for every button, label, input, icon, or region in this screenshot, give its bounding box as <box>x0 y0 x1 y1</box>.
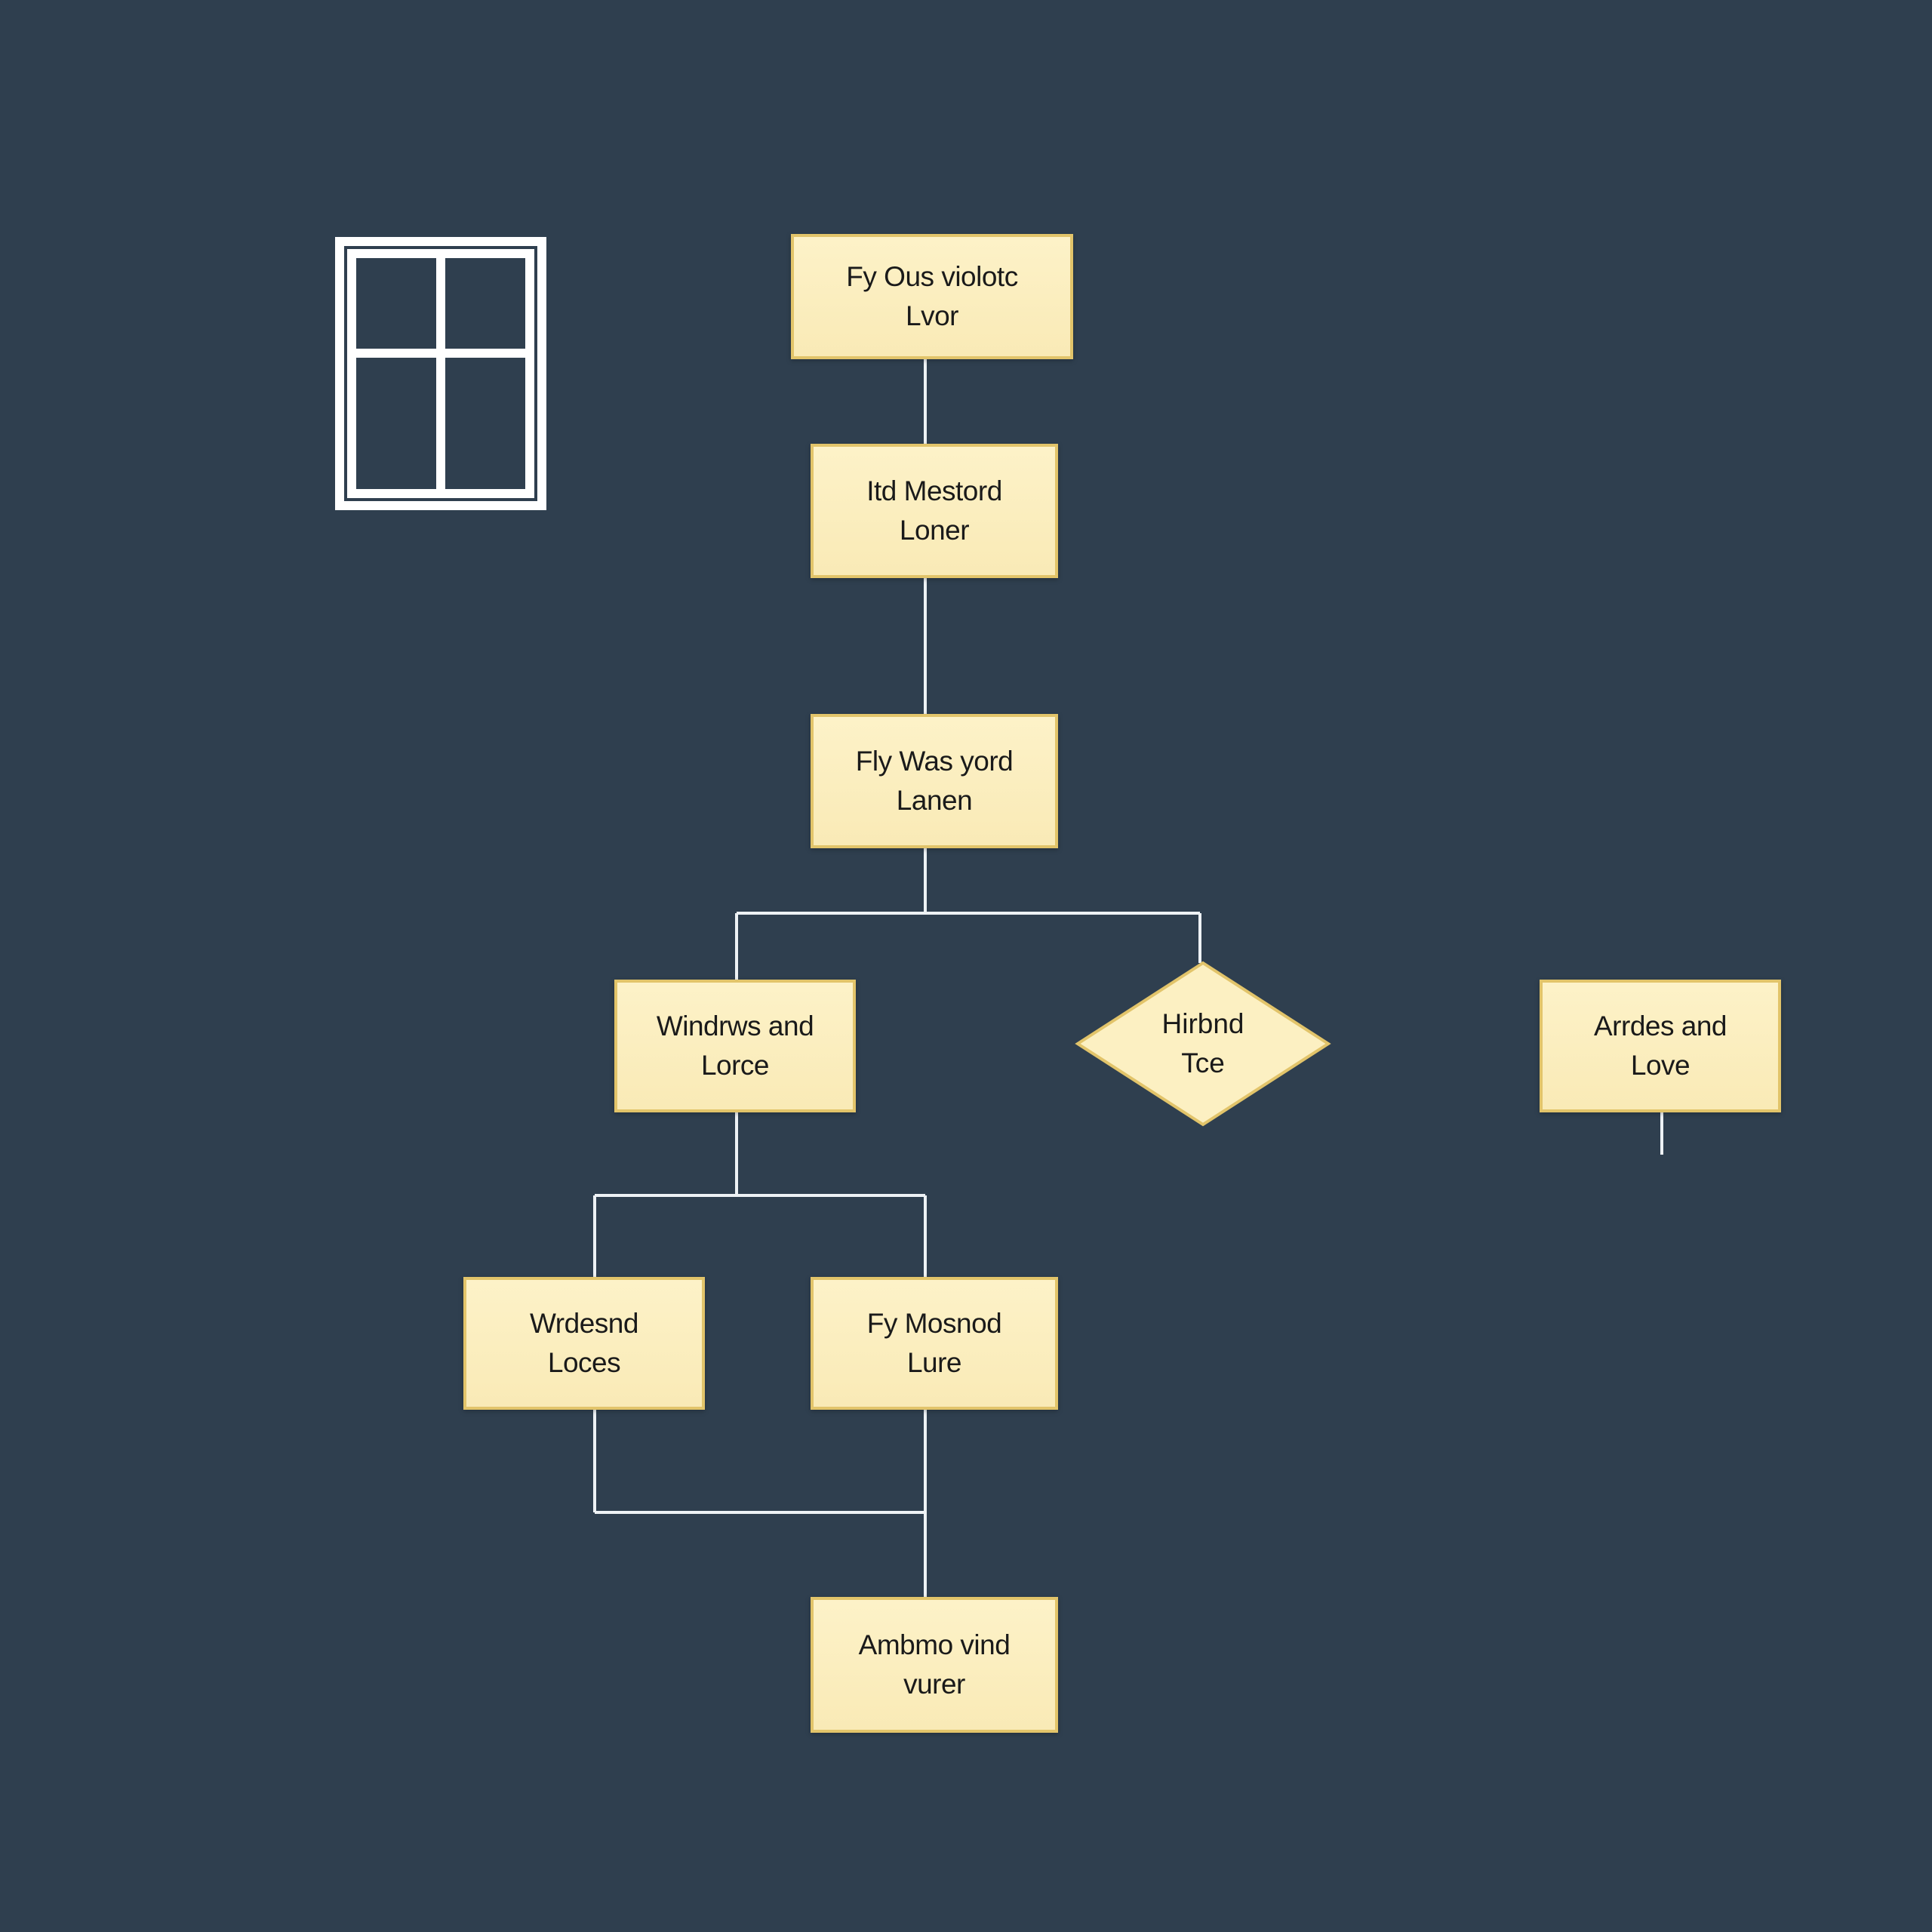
flow-node-7-label: Wrdesnd Loces <box>530 1308 638 1378</box>
flow-node-1: Fy Ous violotc Lvor <box>791 234 1073 359</box>
flow-node-8: Fy Mosnod Lure <box>811 1277 1058 1410</box>
flow-node-9-label: Ambmo vind vurer <box>858 1629 1011 1700</box>
flow-decision-node: Hirbnd Tce <box>1075 960 1331 1128</box>
flow-node-6-label: Arrdes and Love <box>1594 1011 1727 1081</box>
flow-node-8-label: Fy Mosnod Lure <box>866 1308 1002 1378</box>
window-icon <box>335 237 546 510</box>
flow-node-3: Fly Was yord Lanen <box>811 714 1058 848</box>
flow-node-4-label: Windrws and Lorce <box>656 1011 814 1081</box>
flow-node-3-label: Fly Was yord Lanen <box>855 746 1014 816</box>
flow-node-6: Arrdes and Love <box>1540 980 1781 1112</box>
flow-node-2: Itd Mestord Loner <box>811 444 1058 578</box>
flow-node-9: Ambmo vind vurer <box>811 1597 1058 1733</box>
flow-node-7: Wrdesnd Loces <box>463 1277 705 1410</box>
flow-decision-node-label: Hirbnd Tce <box>1161 1008 1244 1078</box>
flow-node-4: Windrws and Lorce <box>614 980 856 1112</box>
flow-node-2-label: Itd Mestord Loner <box>866 475 1002 546</box>
flow-node-1-label: Fy Ous violotc Lvor <box>846 261 1018 331</box>
